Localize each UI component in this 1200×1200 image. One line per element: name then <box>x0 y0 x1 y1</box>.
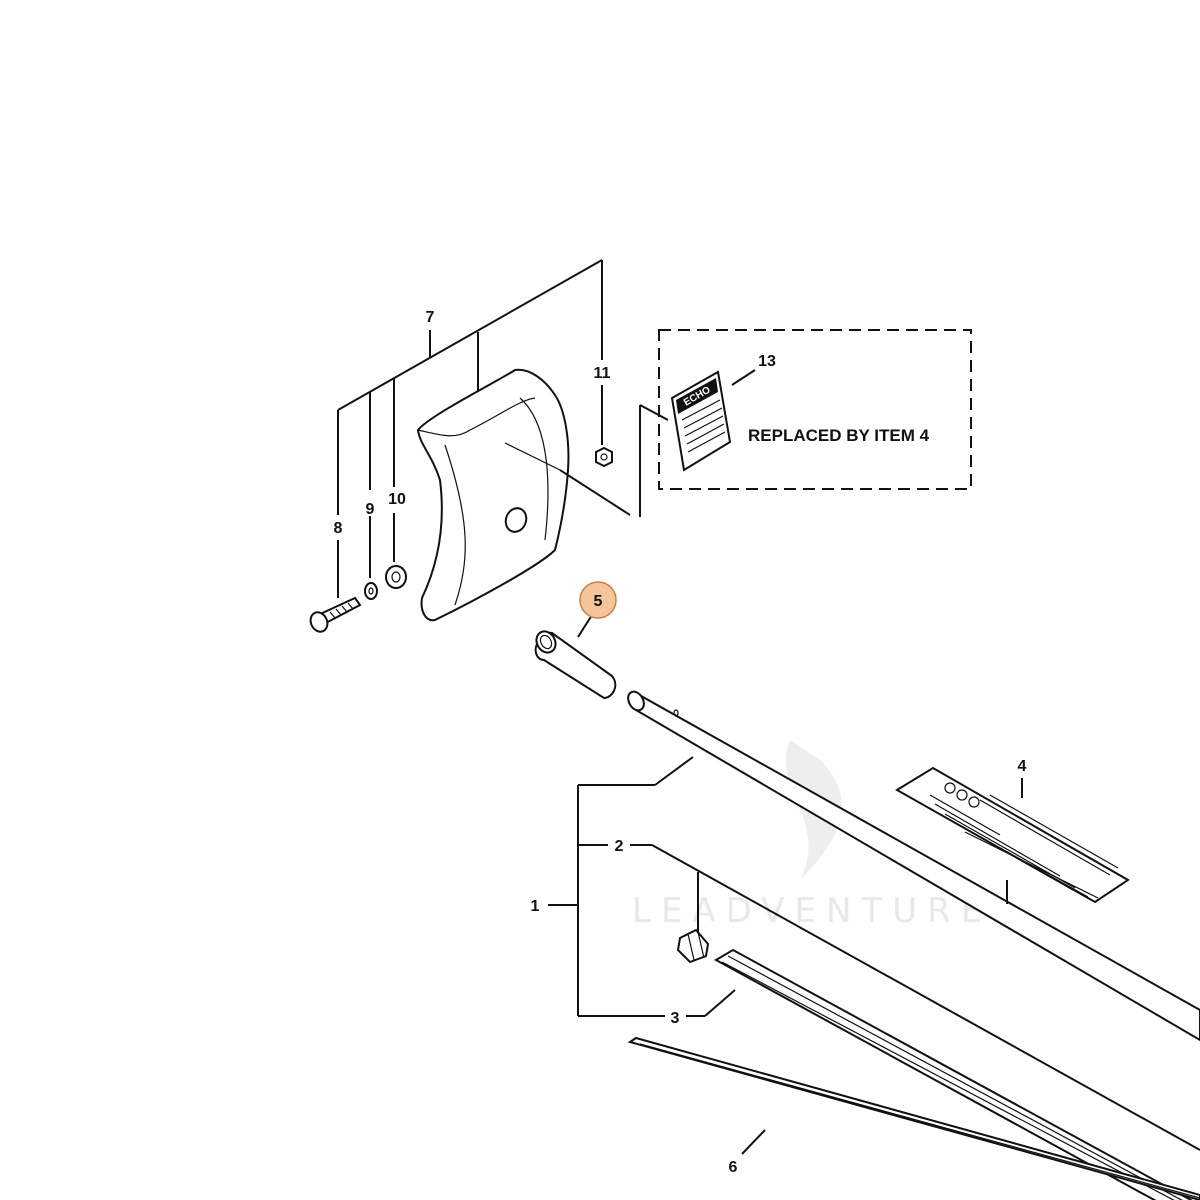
callout-1-leader <box>548 756 1200 1151</box>
callout-9: 9 <box>366 501 375 518</box>
lock-washer-part <box>364 582 378 600</box>
bushing-part <box>676 928 710 964</box>
bolt-part <box>309 596 362 633</box>
drive-shaft-part <box>627 1036 1200 1200</box>
callout-4: 4 <box>1018 758 1027 775</box>
callout-1: 1 <box>531 898 540 915</box>
sleeve-part <box>534 614 617 700</box>
callout-5: 5 <box>594 593 603 610</box>
flat-washer-part <box>385 565 407 589</box>
callout-8: 8 <box>334 520 343 537</box>
replaced-note: REPLACED BY ITEM 4 <box>748 426 930 445</box>
watermark-text: LEADVENTURE <box>632 891 992 931</box>
callout-13: 13 <box>758 353 776 370</box>
callout-7: 7 <box>426 309 435 326</box>
callout-5-highlight <box>579 581 617 619</box>
callout-2: 2 <box>615 838 624 855</box>
callout-3: 3 <box>671 1010 680 1027</box>
replaced-note-box: ECHO REPLACED BY ITEM 4 <box>639 329 972 517</box>
cover-guard-part <box>416 368 631 622</box>
watermark: LEADVENTURE <box>632 740 992 931</box>
nut-part <box>595 446 613 468</box>
callout-7-leader <box>337 259 603 598</box>
callout-6: 6 <box>729 1159 738 1176</box>
shaft-tube-part <box>627 690 1200 1042</box>
warning-decal-part <box>895 766 1130 904</box>
callout-10: 10 <box>388 491 406 508</box>
callout-11: 11 <box>594 365 611 382</box>
callout-labels: 7 11 8 9 10 13 5 4 2 1 3 6 <box>334 309 1027 1176</box>
